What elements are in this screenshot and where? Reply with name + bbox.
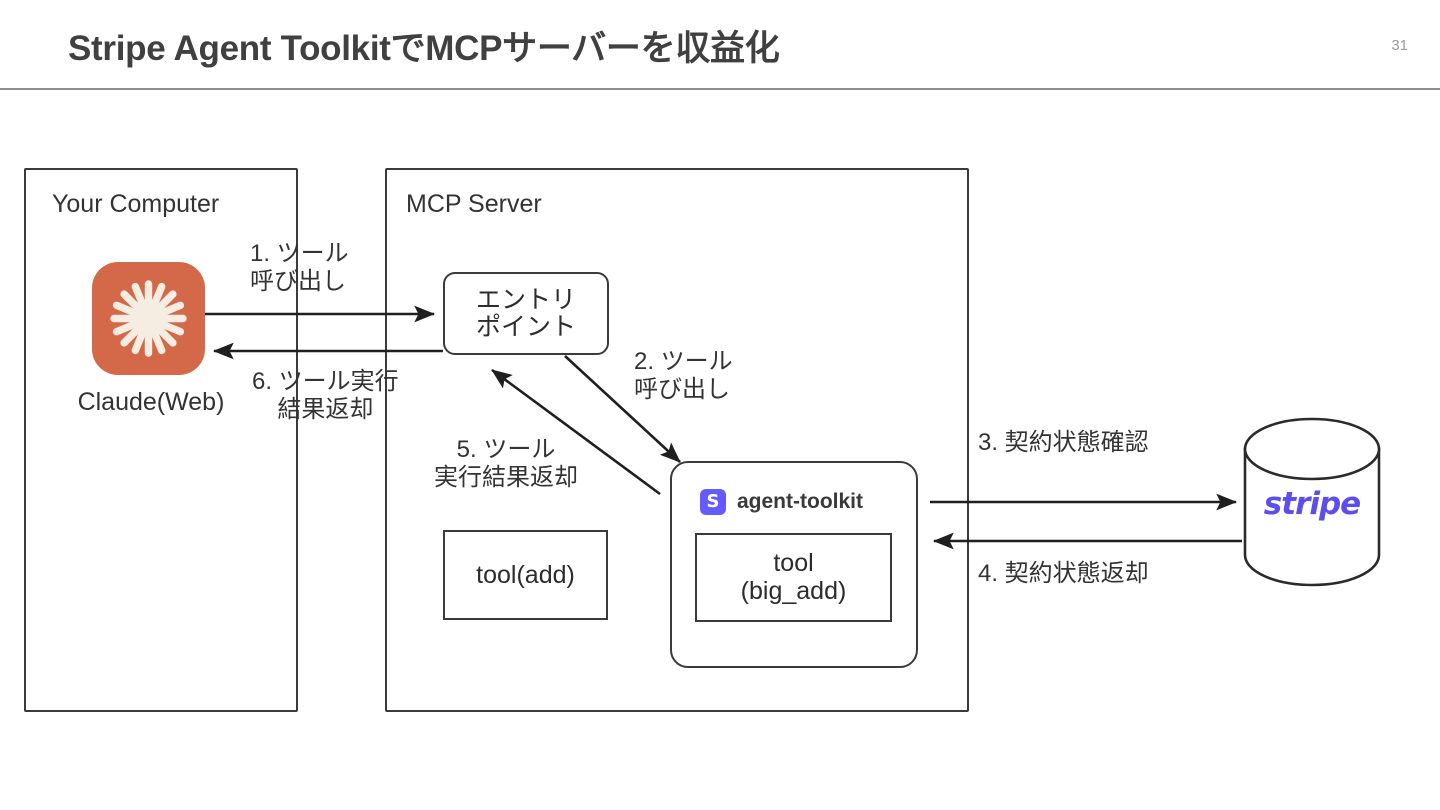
edge-label-1: 1. ツール 呼び出し xyxy=(250,240,349,295)
page-number: 31 xyxy=(1391,37,1408,54)
stripe-wordmark: stripe xyxy=(1263,486,1361,522)
edge-label-6-line-2: 結果返却 xyxy=(277,395,374,423)
agent-toolkit-header: S agent-toolkit xyxy=(700,489,863,515)
claude-label: Claude(Web) xyxy=(77,388,225,416)
edge-label-1-line-1: 1. ツール xyxy=(250,240,349,267)
node-entry-point[interactable]: エントリ ポイント xyxy=(443,272,609,355)
edge-label-2: 2. ツール 呼び出し xyxy=(634,348,733,403)
edge-label-6: 6. ツール実行 結果返却 xyxy=(252,368,399,423)
container-label-your-computer: Your Computer xyxy=(52,190,220,218)
edge-label-5: 5. ツール 実行結果返却 xyxy=(434,436,578,491)
edge-label-3: 3. 契約状態確認 xyxy=(978,429,1149,457)
tool-big-add-line-2: (big_add) xyxy=(740,576,847,605)
claude-logo-icon xyxy=(92,262,205,375)
edge-label-5-line-1: 5. ツール xyxy=(456,436,556,463)
stripe-s-icon: S xyxy=(700,489,726,515)
edge-label-5-line-2: 実行結果返却 xyxy=(434,463,578,491)
entry-point-line-2: ポイント xyxy=(475,312,576,341)
edge-label-2-line-1: 2. ツール xyxy=(634,348,733,375)
node-tool-big-add[interactable]: tool (big_add) xyxy=(695,533,892,622)
entry-point-line-1: エントリ xyxy=(475,285,576,314)
node-tool-add[interactable]: tool(add) xyxy=(443,530,608,620)
edge-label-3-line-1: 3. 契約状態確認 xyxy=(978,429,1149,456)
container-your-computer xyxy=(24,168,298,712)
agent-toolkit-label: agent-toolkit xyxy=(737,490,863,513)
tool-add-label: tool(add) xyxy=(476,560,575,589)
node-stripe-database[interactable]: stripe xyxy=(1242,416,1382,588)
header-divider xyxy=(0,88,1440,90)
container-label-mcp-server: MCP Server xyxy=(406,190,542,218)
tool-big-add-line-1: tool xyxy=(773,549,814,577)
edge-label-6-line-1: 6. ツール実行 xyxy=(252,368,399,395)
page-title: Stripe Agent ToolkitでMCPサーバーを収益化 xyxy=(68,29,780,68)
edge-label-4: 4. 契約状態返却 xyxy=(978,560,1149,588)
edge-label-2-line-2: 呼び出し xyxy=(634,375,730,403)
edge-label-4-line-1: 4. 契約状態返却 xyxy=(978,560,1149,587)
node-agent-toolkit[interactable]: S agent-toolkit tool (big_add) xyxy=(670,461,918,668)
edge-label-1-line-2: 呼び出し xyxy=(250,267,346,295)
